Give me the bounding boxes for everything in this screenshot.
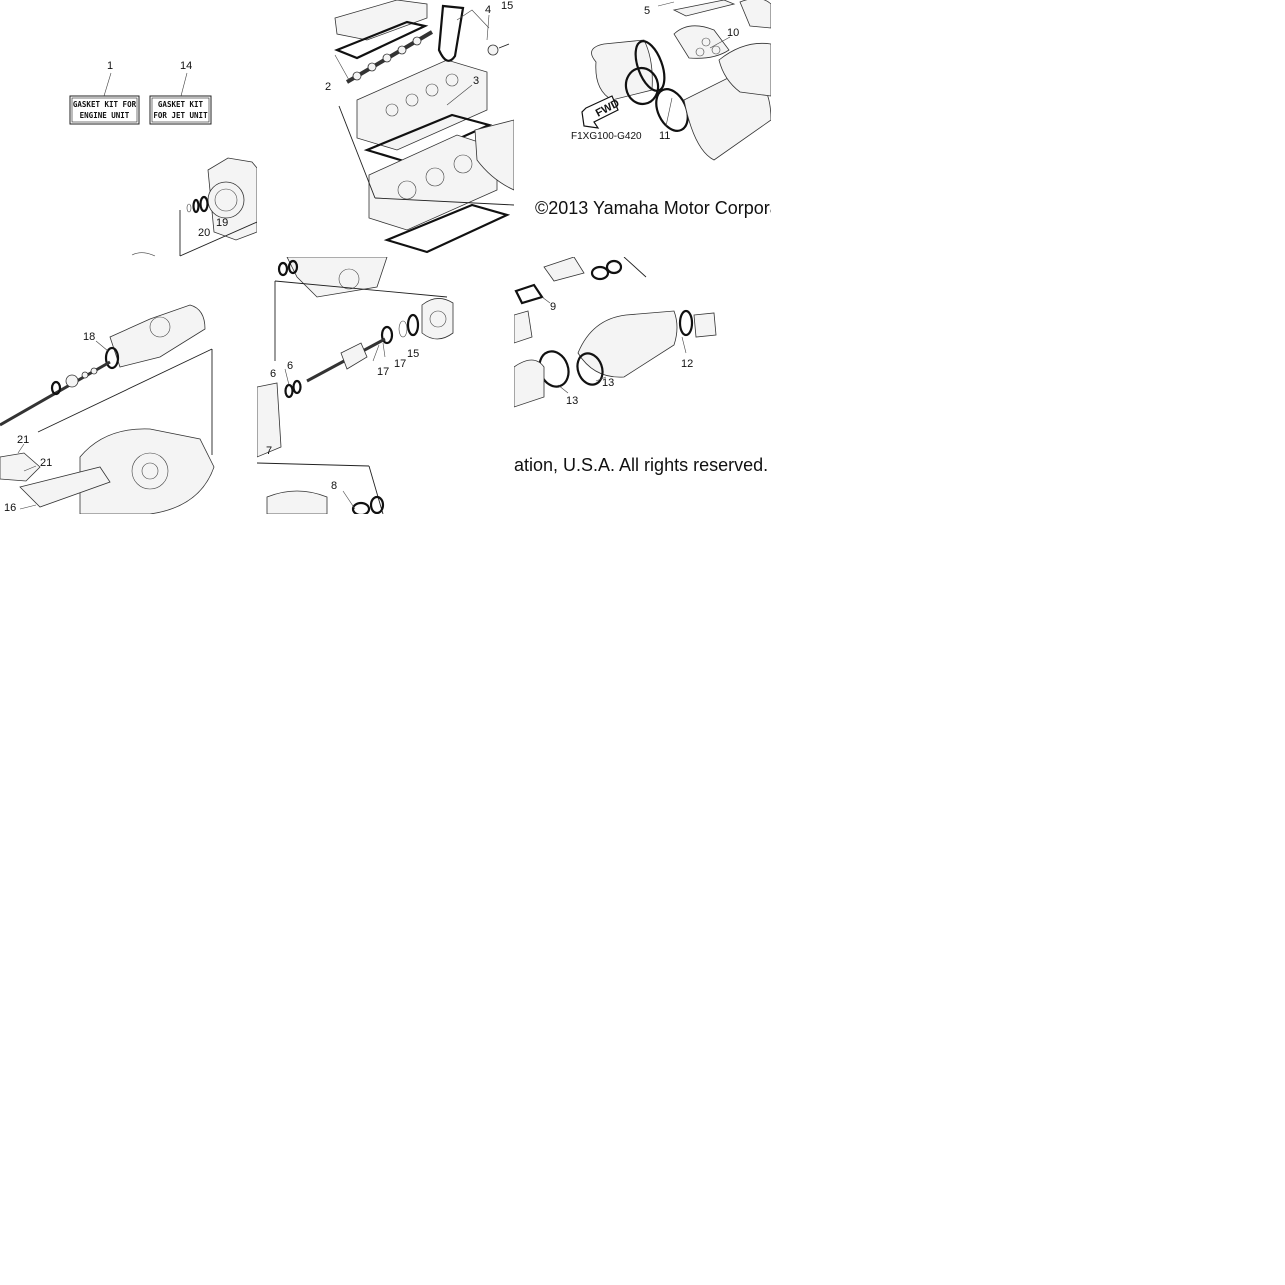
kit-label-jet: 14 GASKET KIT FOR JET UNIT	[149, 60, 212, 125]
callout-11: 11	[659, 130, 670, 142]
kit-label-14-line2: FOR JET UNIT	[153, 111, 208, 120]
callout-17-a: 17	[377, 366, 389, 378]
callout-6-a: 6	[287, 360, 293, 372]
callout-13-a: 13	[602, 377, 614, 389]
fwd-arrow: FWD	[581, 95, 622, 129]
kit-label-1-line2: ENGINE UNIT	[80, 111, 130, 120]
copyright-part-1: ©2013 Yamaha Motor Corpora	[535, 198, 771, 218]
callout-12: 12	[681, 358, 693, 370]
tile-top-right: FWD 5 10 11 F1XG100-G420 ©2013 Yamaha Mo…	[514, 0, 771, 257]
callout-14: 14	[180, 60, 192, 72]
tile-center: 6 6 17 17 15 7 8	[257, 257, 514, 514]
callout-18: 18	[83, 331, 95, 343]
callout-20: 20	[198, 227, 210, 239]
pump-housing-drawing	[131, 157, 257, 257]
callout-16: 16	[4, 502, 16, 514]
kit-label-1-line1: GASKET KIT FOR	[73, 100, 137, 109]
callout-21-b: 21	[40, 457, 52, 469]
callout-4: 4	[485, 4, 491, 16]
callout-15-top: 15	[501, 0, 513, 12]
drawing-code: F1XG100-G420	[571, 131, 642, 142]
callout-10: 10	[727, 27, 739, 39]
callout-1: 1	[107, 60, 113, 72]
callout-19: 19	[216, 217, 228, 229]
callout-21-a: 21	[17, 434, 29, 446]
tile-mid-left: 18 21 21 16	[0, 257, 257, 514]
camshaft-drawing	[345, 30, 434, 84]
copyright-part-2: ation, U.S.A. All rights reserved.	[514, 455, 769, 475]
callout-5: 5	[644, 5, 650, 17]
callout-9: 9	[550, 301, 556, 313]
tile-top-center: 2 3 4 15	[257, 0, 514, 257]
callout-15-mid: 15	[407, 348, 419, 360]
callout-7: 7	[266, 445, 272, 457]
kit-label-engine: 1 GASKET KIT FOR ENGINE UNIT	[69, 60, 140, 125]
callout-6-b: 6	[270, 368, 276, 380]
callout-13-b: 13	[566, 395, 578, 407]
callout-8: 8	[331, 480, 337, 492]
kit-label-14-line1: GASKET KIT	[158, 100, 204, 109]
callout-2: 2	[325, 81, 331, 93]
tile-mid-right: 9 12 13 13 ation, U.S.A. All rights rese…	[514, 257, 771, 514]
callout-3: 3	[473, 75, 479, 87]
callout-17-b: 17	[394, 358, 406, 370]
fwd-label: FWD	[594, 97, 622, 119]
tile-top-left: 1 GASKET KIT FOR ENGINE UNIT 14 GASKET K…	[0, 0, 257, 257]
